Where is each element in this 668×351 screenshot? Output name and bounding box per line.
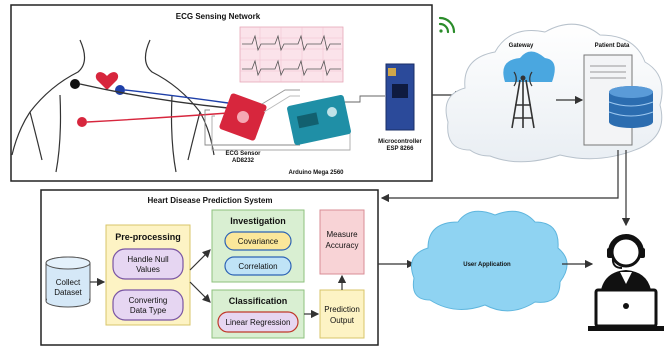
converting-pill bbox=[112, 289, 184, 321]
mcu-label: Microcontroller bbox=[378, 139, 422, 145]
arrow-cloud-to-prediction bbox=[380, 150, 619, 203]
support-agent-icon bbox=[588, 234, 664, 331]
handle-null-pill bbox=[112, 248, 184, 280]
gateway-label: Gateway bbox=[509, 43, 534, 49]
ecg-network-frame bbox=[10, 4, 433, 182]
handle-null-label-2: Values bbox=[136, 265, 160, 274]
correlation-pill bbox=[224, 256, 292, 276]
prediction-system: Heart Disease Prediction System Collect … bbox=[40, 189, 379, 346]
ecg-sensing-network: ECG Sensing Network bbox=[10, 4, 433, 182]
server-database-icon bbox=[583, 54, 654, 146]
collect-dataset-label: Collect bbox=[56, 278, 81, 287]
ecg-network-title: ECG Sensing Network bbox=[176, 12, 261, 21]
wiring bbox=[204, 89, 385, 151]
electrode-leads bbox=[79, 83, 229, 123]
microcontroller-board bbox=[385, 63, 415, 131]
measure-accuracy-box bbox=[319, 209, 365, 275]
investigation-title: Investigation bbox=[230, 216, 286, 226]
cell-tower-icon bbox=[503, 51, 555, 129]
user-application-label: User Application bbox=[463, 262, 511, 268]
handle-null-label: Handle Null bbox=[127, 255, 169, 264]
linear-regression-pill bbox=[217, 311, 299, 333]
wifi-icon bbox=[438, 16, 456, 34]
prediction-output-box bbox=[319, 289, 365, 339]
user-application-cloud bbox=[411, 210, 568, 312]
dataset-cylinder-icon bbox=[45, 256, 91, 308]
prediction-output-label: Prediction bbox=[324, 305, 360, 314]
preprocessing-title: Pre-processing bbox=[115, 232, 181, 242]
measure-accuracy-label-2: Accuracy bbox=[326, 241, 359, 250]
collect-dataset-label-2: Dataset bbox=[54, 288, 82, 297]
correlation-label: Correlation bbox=[238, 262, 277, 271]
ecg-sensor-label: ECG Sensor bbox=[225, 151, 261, 157]
covariance-pill bbox=[224, 231, 292, 251]
ecg-sensor-board bbox=[219, 93, 267, 141]
electrode-red bbox=[77, 117, 87, 127]
heart-icon bbox=[95, 72, 119, 90]
ecg-sensor-model-label: AD8232 bbox=[232, 158, 255, 164]
linear-regression-label: Linear Regression bbox=[226, 318, 291, 327]
arduino-label: Arduino Mega 2560 bbox=[288, 170, 344, 176]
covariance-label: Covariance bbox=[238, 237, 279, 246]
prediction-output-label-2: Output bbox=[330, 316, 355, 325]
mcu-model-label: ESP 8266 bbox=[387, 146, 415, 152]
body-outline-icon bbox=[11, 39, 215, 173]
arrow-preprocessing-to-classification bbox=[189, 281, 211, 303]
converting-label: Converting bbox=[129, 296, 168, 305]
measure-accuracy-label: Measure bbox=[326, 230, 358, 239]
arrow-preprocessing-to-investigation bbox=[189, 249, 211, 271]
electrode-black bbox=[70, 79, 80, 89]
prediction-system-title: Heart Disease Prediction System bbox=[148, 196, 273, 205]
classification-title: Classification bbox=[229, 296, 288, 306]
patient-data-label: Patient Data bbox=[595, 43, 630, 49]
arduino-board bbox=[287, 94, 351, 146]
ecg-chart-icon bbox=[239, 26, 344, 83]
converting-label-2: Data Type bbox=[130, 306, 167, 315]
